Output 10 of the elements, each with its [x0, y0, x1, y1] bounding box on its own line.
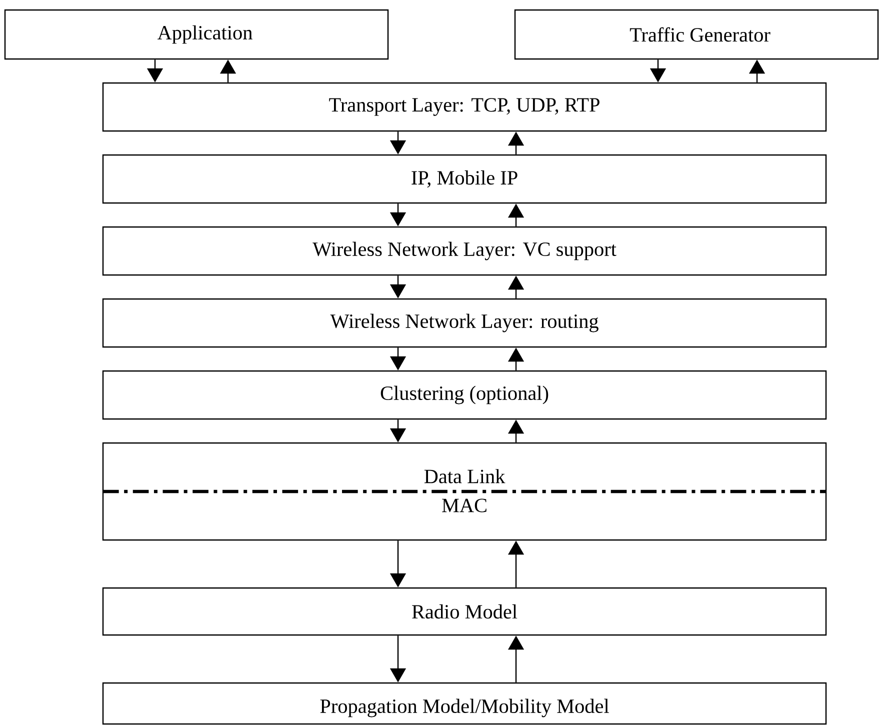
- layer-box: Propagation Model/Mobility Model: [102, 682, 827, 725]
- layer-box: Clustering (optional): [102, 370, 827, 420]
- layer-box: Wireless Network Layer: VC support: [102, 226, 827, 276]
- application-box: Application: [4, 9, 389, 60]
- layer-box: Transport Layer: TCP, UDP, RTP: [102, 82, 827, 132]
- layer-box: IP, Mobile IP: [102, 154, 827, 204]
- layer-box: Data Link MAC: [102, 442, 827, 541]
- layer-box: Radio Model: [102, 587, 827, 636]
- generator-box: Traffic Generator: [514, 9, 879, 60]
- layer-box: Wireless Network Layer: routing: [102, 298, 827, 348]
